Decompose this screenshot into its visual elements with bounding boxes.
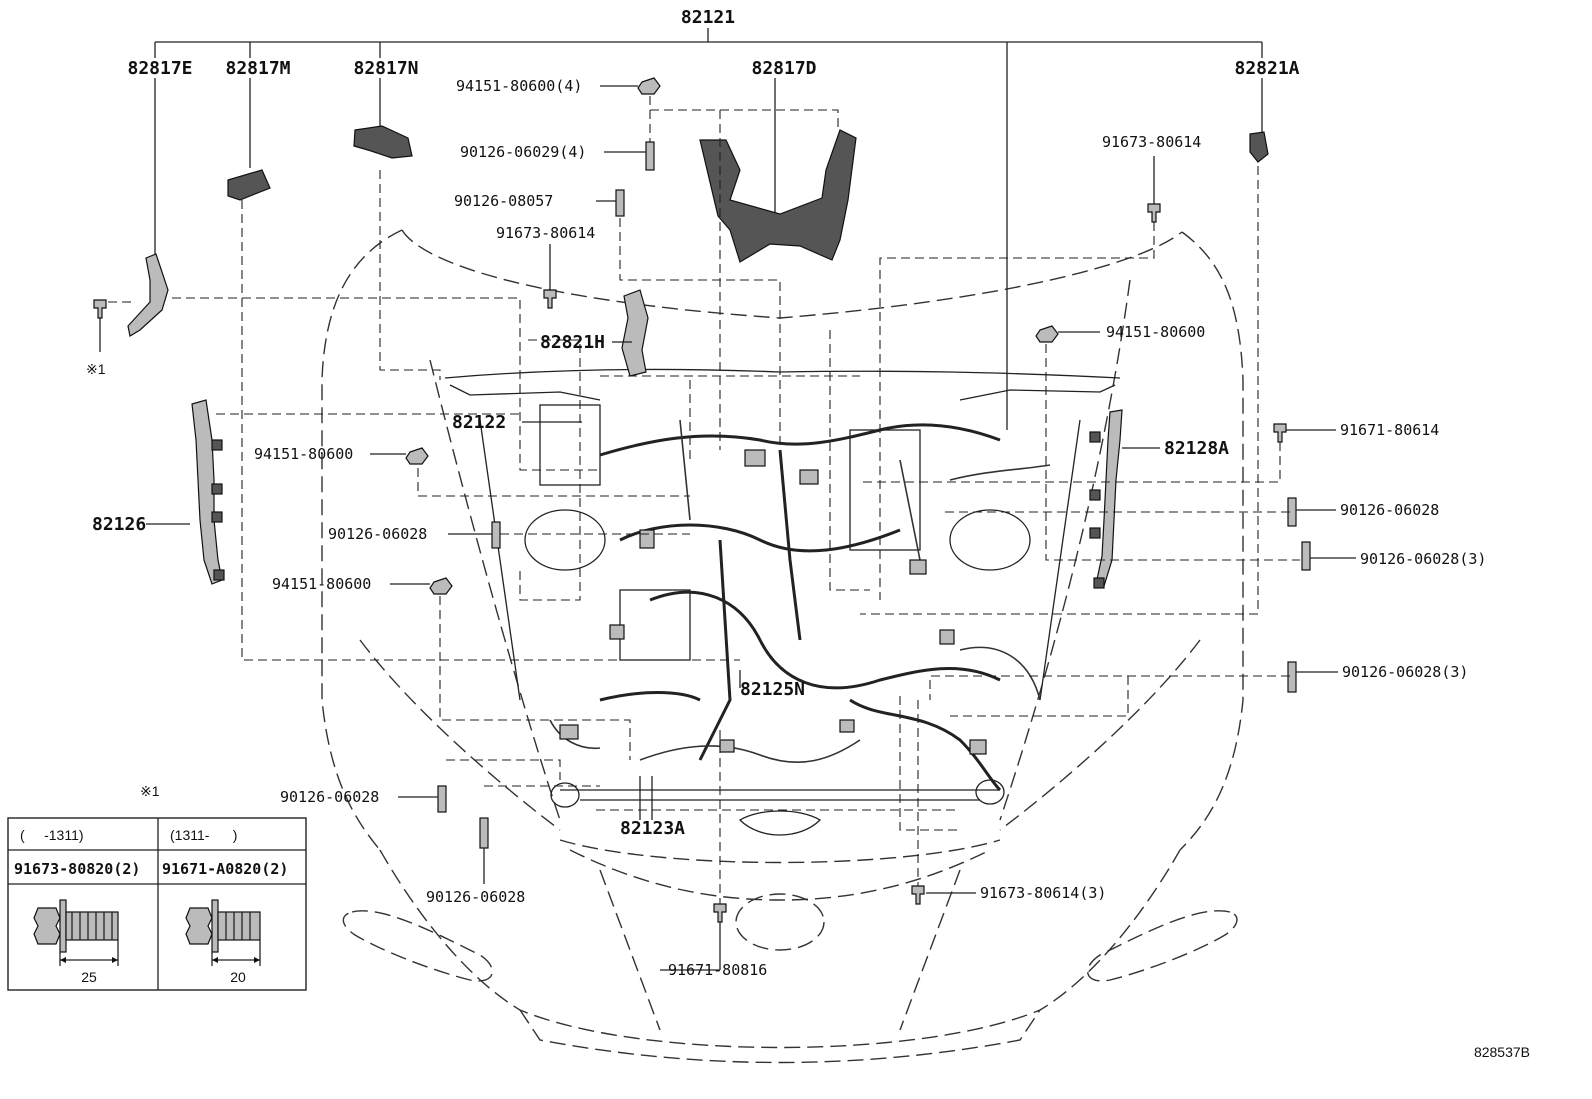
stud-icon [491, 521, 501, 549]
fastener-label: 90126-06028 [426, 888, 525, 906]
inset-col2-length: 20 [230, 969, 246, 985]
nut-icon [637, 77, 661, 95]
bolt-icon [93, 299, 107, 319]
bolt-icon [543, 289, 557, 309]
fastener-label: 90126-06028 [1340, 501, 1439, 519]
stud-icon [645, 141, 655, 171]
part-label-82817n: 82817N [353, 58, 418, 79]
stud-icon [1301, 541, 1311, 571]
fastener-label: 90126-06028 [280, 788, 379, 806]
engine-bay [444, 368, 1121, 836]
fastener-label: 94151-80600 [254, 445, 353, 463]
part-label-82123a: 82123A [620, 818, 685, 839]
bolt-icon [1147, 203, 1161, 223]
inset-col1-length: 25 [81, 969, 97, 985]
fastener-label: 94151-80600 [272, 575, 371, 593]
part-label-82821a: 82821A [1234, 58, 1299, 79]
part-label-82821h: 82821H [540, 332, 605, 353]
bolt-icon [911, 885, 925, 905]
fastener-label: 91673-80614 [496, 224, 595, 242]
stud-icon [1287, 661, 1297, 693]
fastener-label: 90126-06029(4) [460, 143, 586, 161]
dashed-connection-lines [108, 96, 1300, 904]
inset-col1-range: ( -1311) [20, 827, 84, 843]
clamp-82821a-shape [1249, 131, 1269, 163]
fastener-label: 91671-80614 [1340, 421, 1439, 439]
part-label-82125n: 82125N [740, 679, 805, 700]
fastener-label: 90126-06028(3) [1342, 663, 1468, 681]
stud-icon [615, 189, 625, 217]
part-labels: 82121 82817E 82817M 82817N 82817D 82821A… [86, 7, 1530, 1060]
note-mark: ※1 [86, 361, 106, 377]
bracket-82817e-shape [127, 253, 169, 337]
bracket-82821h-shape [621, 289, 649, 377]
fastener-label: 94151-80600 [1106, 323, 1205, 341]
bolt-icon [713, 903, 727, 923]
clamp-82817n-shape [353, 125, 413, 159]
fastener-label: 90126-08057 [454, 192, 553, 210]
part-label-82817e: 82817E [127, 58, 192, 79]
clamp-82817m-shape [227, 169, 271, 201]
stud-icon [479, 817, 489, 849]
nut-icon [405, 447, 429, 465]
inset-table: ※1 ( -1311) (1311- ) 91673-80820(2) 9167… [7, 783, 307, 991]
leader-lines-top [154, 28, 1263, 430]
fastener-label: 91673-80614(3) [980, 884, 1106, 902]
part-label-82817d: 82817D [751, 58, 816, 79]
engine-wire-harness [549, 419, 1051, 792]
fastener-label: 90126-06028(3) [1360, 550, 1486, 568]
protector-82817d-shape [699, 129, 857, 263]
flange-bolt-icon [33, 899, 119, 966]
vehicle-body-outline [321, 229, 1244, 1064]
fastener-icons [93, 77, 1311, 923]
part-label-82817m: 82817M [225, 58, 290, 79]
bolt-icon [1273, 423, 1287, 443]
inset-col2-range: (1311- ) [170, 827, 237, 843]
stud-icon [437, 785, 447, 813]
inset-col1-part: 91673-80820(2) [14, 860, 140, 878]
fastener-label: 91673-80614 [1102, 133, 1201, 151]
part-label-82128a: 82128A [1164, 438, 1229, 459]
flange-bolt-icon [185, 899, 261, 966]
inset-mark: ※1 [140, 783, 160, 799]
fastener-leader-lines [99, 85, 1356, 971]
nut-icon [1035, 325, 1059, 343]
part-label-82126: 82126 [92, 514, 146, 535]
fastener-label: 90126-06028 [328, 525, 427, 543]
fastener-label: 91671-80816 [668, 961, 767, 979]
fastener-label: 94151-80600(4) [456, 77, 582, 95]
inset-col2-part: 91671-A0820(2) [162, 860, 288, 878]
upper-part-shapes [127, 125, 1269, 589]
part-label-82121: 82121 [681, 7, 735, 28]
figure-code: 828537B [1474, 1044, 1530, 1060]
nut-icon [429, 577, 453, 595]
part-label-82122: 82122 [452, 412, 506, 433]
